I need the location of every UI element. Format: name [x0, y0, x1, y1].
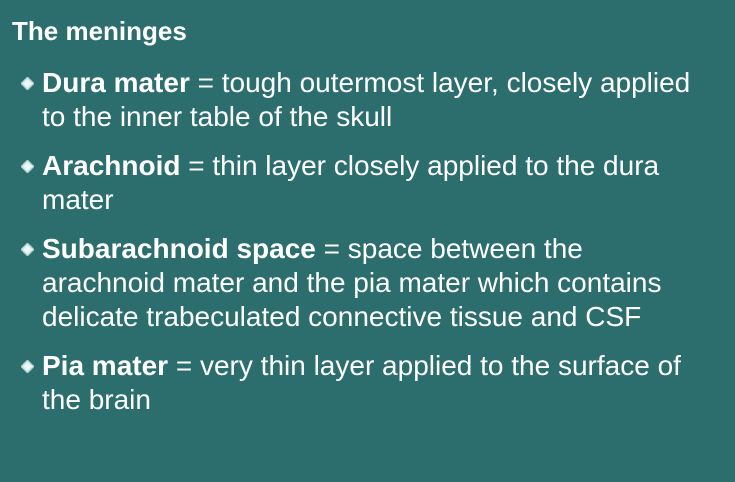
diamond-bullet-icon	[21, 160, 34, 173]
bullet-term: Pia mater	[42, 350, 169, 381]
bullet-term: Arachnoid	[42, 150, 181, 181]
bullet-definition: = very thin layer applied to the surface…	[42, 350, 681, 415]
bullet-list: Dura mater = tough outermost layer, clos…	[12, 66, 711, 417]
bullet-term: Subarachnoid space	[42, 233, 316, 264]
bullet-definition: = space between the arachnoid mater and …	[42, 233, 662, 332]
diamond-bullet-icon	[21, 243, 34, 256]
bullet-term: Dura mater	[42, 67, 190, 98]
bullet-definition: = tough outermost layer, closely applied…	[42, 67, 691, 132]
bullet-dura-mater: Dura mater = tough outermost layer, clos…	[12, 66, 711, 134]
bullet-pia-mater: Pia mater = very thin layer applied to t…	[12, 349, 711, 417]
diamond-bullet-icon	[21, 77, 34, 90]
slide-title: The meninges	[12, 16, 187, 46]
bullet-arachnoid: Arachnoid = thin layer closely applied t…	[12, 149, 711, 217]
bullet-definition: = thin layer closely applied to the dura…	[42, 150, 660, 215]
bullet-subarachnoid-space: Subarachnoid space = space between the a…	[12, 232, 711, 334]
diamond-bullet-icon	[21, 360, 34, 373]
